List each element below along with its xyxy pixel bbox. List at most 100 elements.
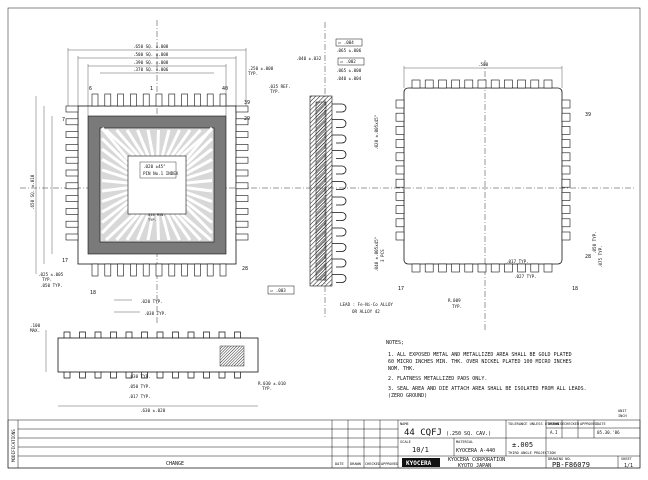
top-view-leads [65,93,249,277]
checked-label: CHECKED [564,422,579,426]
finger-top [104,128,136,158]
finger-bottom [136,213,150,241]
bottom-dim-b: R.009 [448,298,461,303]
finger-bottom [146,213,155,241]
bottom-dim-top: .500 [478,62,489,67]
j-lead [332,258,347,268]
dim-width-bottom2: .038 TYP. [144,311,167,316]
finger-left [101,158,129,175]
modifications-label: MODIFICATIONS [11,429,16,462]
date-col: DATE [335,462,344,466]
flatness-callout [267,285,295,295]
finger-top [156,129,160,157]
pin-label-39: 39 [244,100,250,106]
pad-left [395,192,405,201]
die-attach-area [139,161,177,179]
pad-left [395,205,405,214]
finger-bottom [180,212,212,242]
company-name: KYOCERA CORPORATION [448,457,505,463]
drawn-value: A.I [550,430,558,435]
lead-bottom [181,263,188,277]
sheet-value: 1/1 [624,463,633,469]
lead-left [65,105,79,113]
drawn-col: DRAWN [350,462,361,466]
pad-bottom [451,263,460,273]
tolerance-value: ±.005 [512,441,533,449]
pad-top [451,79,460,89]
dim-overall: .650 SQ. ±.008 [133,44,169,49]
lead-top [104,93,112,107]
finger-left [101,191,129,203]
finger-top [175,128,202,158]
pad-right [561,165,571,175]
scale-value: 10/1 [412,446,429,454]
front-lead-bottom [187,372,195,379]
dim-pitch: .050 TYP. [40,283,63,288]
pad-top [530,79,540,89]
finger-bottom [115,213,140,241]
lead-right [235,195,249,202]
front-lead: .030 TYP. [128,374,151,379]
lead-bottom [117,263,124,277]
cavity-typ-label: TYP. [148,218,157,222]
front-view-leads [63,331,241,379]
finger-right [185,147,213,170]
finger-right [185,168,213,180]
material-value: KYOCERA A-440 [456,448,495,454]
pad-left [395,165,405,175]
pad-right [561,178,571,188]
finger-top [170,129,192,157]
pad-bottom [517,263,526,273]
drawing-number: PB-F86079 [552,461,590,469]
front-lead-top [218,331,226,338]
lead-bottom [168,263,176,277]
pad-bottom [530,263,540,273]
pad-top [464,79,474,89]
pad-right [561,205,571,214]
finger-right [185,179,213,185]
j-lead [332,227,347,237]
bottom-pitch-r2: .075 TYP. [598,245,603,268]
j-lead [332,181,347,190]
finger-left [100,137,130,166]
lead-bottom [104,263,112,277]
front-lead-top [125,331,133,338]
lead-bottom [142,263,150,277]
finger-left [100,127,130,161]
finger-bottom [170,213,192,241]
kyocera-logo-text: KYOCERA [406,460,432,467]
pad-left [395,112,405,122]
scale-label: SCALE [400,440,411,444]
finger-bottom [156,213,160,241]
finger-right [184,137,214,166]
lead-top [219,93,227,107]
front-lead-top [141,331,148,338]
lead-right [235,144,249,151]
notes-title: NOTES; [386,340,404,346]
pad-top [490,79,500,89]
lead-top [142,93,150,107]
front-lead-bottom [203,372,210,379]
lead-bottom [206,263,214,277]
front-side1: R.030 ±.010 [258,381,286,386]
note-line-3: NOM. THK. [388,366,415,372]
bottom-view: .500 .020 ±.005x45° .040 ±.005x45° 3 PCS… [374,62,603,309]
pad-bottom [438,263,447,273]
lead-material-note: LEAD : Fe-Ni-Co ALLOY [340,302,393,307]
checked-col: CHECKED [365,462,380,466]
front-body [57,337,259,373]
dim-ref-typ: TYP. [270,89,280,94]
j-lead [332,103,347,113]
finger-top [165,129,181,157]
pad-right [561,99,571,109]
pin-label-18: 18 [90,290,96,296]
front-lead-top [172,331,179,338]
finger-right [185,200,213,224]
material-label: MATERIAL [456,440,473,444]
chamfer-label: .020 ±45° [143,164,166,169]
finger-top [115,129,140,157]
lead-top [130,93,137,107]
lead-top [206,93,214,107]
